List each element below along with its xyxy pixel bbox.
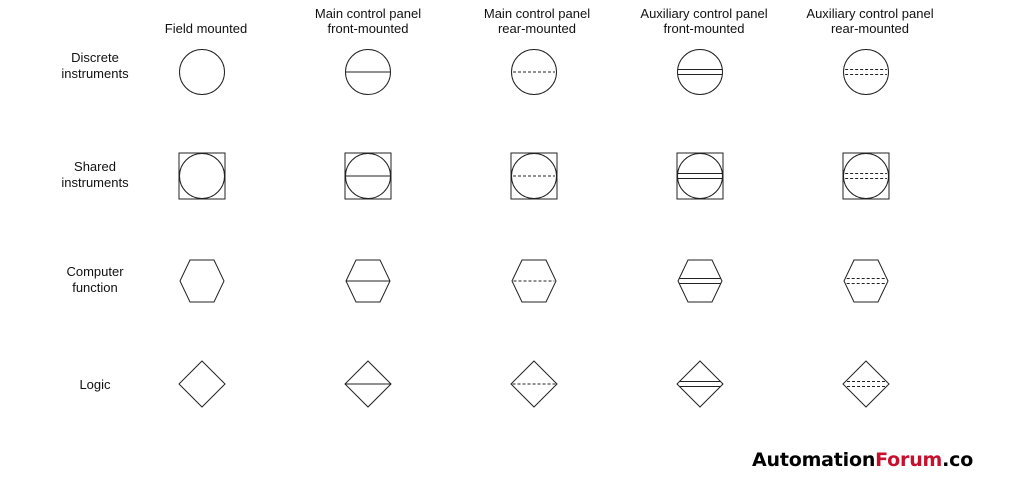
symbol-computer-main-front [345,259,391,303]
row-label-logic-line2: Logic [79,377,111,392]
symbol-logic-aux-rear [842,360,890,408]
row-label-discrete-line1: Discrete [71,50,119,65]
symbol-logic-main-rear [510,360,558,408]
symbol-shared-main-front [344,152,392,200]
symbol-logic-main-rear-diamond [510,360,558,408]
symbol-discrete-main-rear-circle [511,49,557,95]
symbol-discrete-aux-rear-circle [843,49,889,95]
symbol-discrete-aux-rear [843,49,889,95]
symbol-logic-main-front-diamond [344,360,392,408]
brand-watermark: AutomationForum.co [752,449,973,471]
row-label-shared: Shared instruments [40,159,150,191]
row-label-logic: Logic [40,361,150,393]
column-header-main-front: Main control panel front-mounted [283,6,453,36]
column-header-aux-rear-line1: Auxiliary control panel [806,6,934,21]
symbol-discrete-field [179,49,225,95]
symbol-discrete-main-rear [511,49,557,95]
symbol-computer-aux-front-hexagon [677,259,723,303]
symbol-computer-main-rear [511,259,557,303]
symbol-computer-aux-front [677,259,723,303]
symbol-discrete-main-front [345,49,391,95]
symbol-shared-aux-front-circle [677,153,723,199]
column-header-main-front-line1: Main control panel [314,6,422,21]
symbol-logic-aux-rear-diamond [842,360,890,408]
symbol-logic-main-front [344,360,392,408]
symbol-shared-field [178,152,226,200]
brand-part-forum: Forum [875,449,943,471]
symbol-computer-field-hexagon [179,259,225,303]
symbol-discrete-aux-front [677,49,723,95]
column-header-main-rear-line2: rear-mounted [497,21,577,36]
row-label-shared-line2: instruments [61,175,129,190]
row-label-computer: Computer function [40,264,150,296]
column-header-main-rear: Main control panel rear-mounted [452,6,622,36]
column-header-aux-rear-line2: rear-mounted [830,21,910,36]
column-header-field: Field mounted [121,6,291,36]
column-header-aux-front: Auxiliary control panel front-mounted [619,6,789,36]
row-label-computer-line2: function [72,280,118,295]
row-label-computer-line1: Computer [66,264,124,279]
symbol-logic-aux-front-diamond [676,360,724,408]
symbol-shared-aux-front [676,152,724,200]
symbol-logic-field-diamond [178,360,226,408]
column-header-field-line2: Field mounted [164,21,248,36]
symbol-shared-aux-rear [842,152,890,200]
symbol-shared-main-rear [510,152,558,200]
symbol-shared-aux-rear-circle [843,153,889,199]
symbol-computer-main-rear-hexagon [511,259,557,303]
column-header-aux-front-line2: front-mounted [663,21,745,36]
symbol-computer-field [179,259,225,303]
symbol-logic-field [178,360,226,408]
column-header-main-front-line2: front-mounted [327,21,409,36]
row-label-shared-line1: Shared [74,159,116,174]
symbol-logic-aux-front [676,360,724,408]
symbol-discrete-aux-front-circle [677,49,723,95]
column-header-aux-front-line1: Auxiliary control panel [640,6,768,21]
symbol-shared-main-rear-circle [511,153,557,199]
symbol-computer-aux-rear [843,259,889,303]
row-label-discrete-line2: instruments [61,66,129,81]
symbol-computer-aux-rear-hexagon [843,259,889,303]
column-header-aux-rear: Auxiliary control panel rear-mounted [785,6,955,36]
brand-part-co: .co [942,449,974,471]
symbol-shared-field-circle [179,153,225,199]
row-label-discrete: Discrete instruments [40,50,150,82]
brand-part-automation: Automation [752,449,876,471]
column-header-main-rear-line1: Main control panel [483,6,591,21]
symbol-discrete-field-circle [179,49,225,95]
